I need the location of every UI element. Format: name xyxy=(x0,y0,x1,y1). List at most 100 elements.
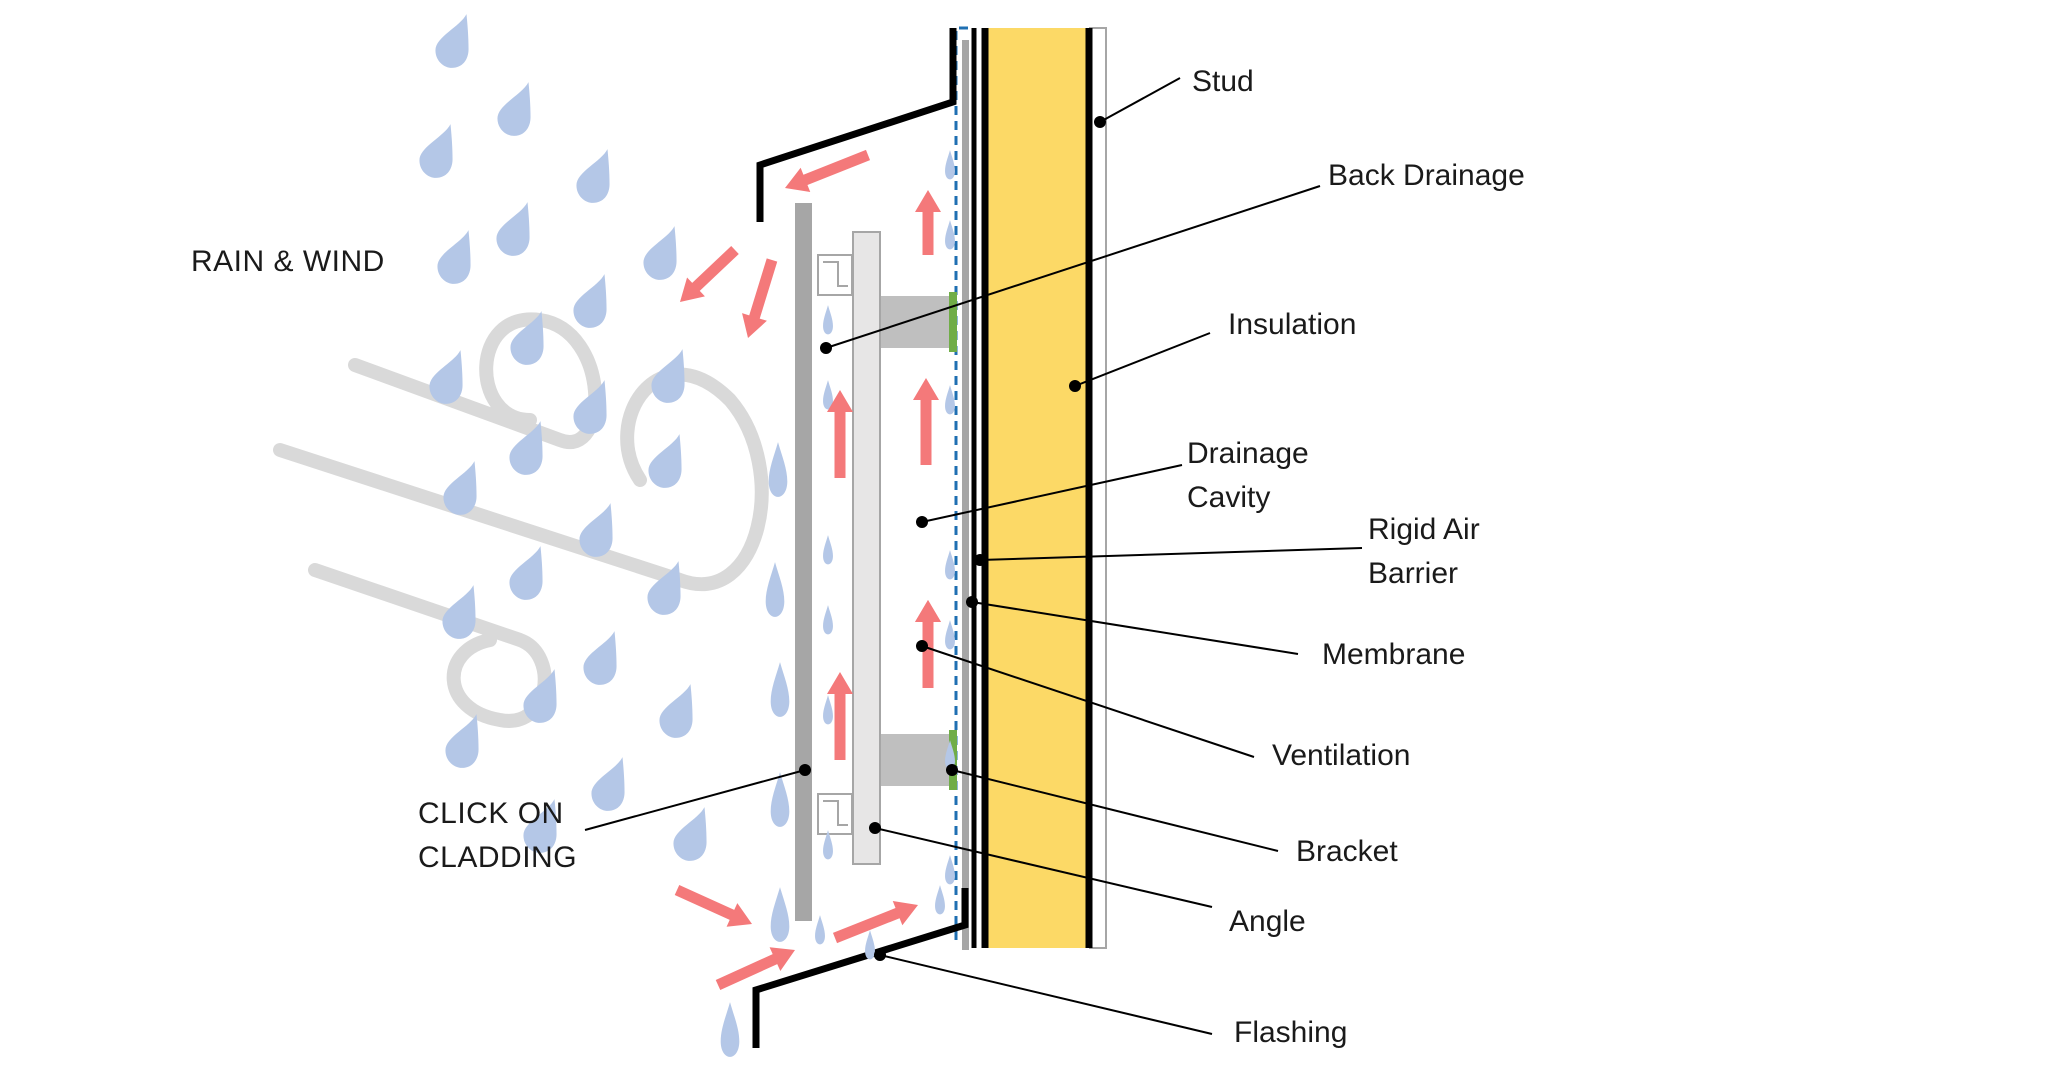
leader-dot-10 xyxy=(874,949,886,961)
bracket-pad-top xyxy=(949,292,957,352)
rigid-air-barrier-label-line2: Barrier xyxy=(1368,557,1459,590)
cladding-clip-bottom xyxy=(817,793,853,835)
raindrop-icon-26 xyxy=(673,807,707,861)
raindrop-vertical-icon-3 xyxy=(770,662,790,717)
leader-line-8 xyxy=(951,769,1279,852)
raindrop-icon-7 xyxy=(643,226,677,280)
airflow-arrow-icon-6 xyxy=(913,378,939,465)
cavity-drip-icon-3 xyxy=(823,535,833,565)
leader-dot-7 xyxy=(916,640,928,652)
leader-line-4 xyxy=(921,464,1183,523)
cavity-drip-icon-4 xyxy=(823,605,833,635)
cavity-drip-icon-9 xyxy=(945,385,955,415)
airflow-arrow-icon-9 xyxy=(915,600,941,688)
membrane-label: Membrane xyxy=(1322,638,1466,671)
leader-line-3 xyxy=(1074,332,1211,387)
airflow-arrow-icon-4 xyxy=(915,190,941,255)
raindrop-icon-22 xyxy=(445,714,479,768)
raindrop-icon-24 xyxy=(591,757,625,811)
angle-label: Angle xyxy=(1229,905,1306,938)
cavity-drip-icon-5 xyxy=(823,695,833,725)
wind-swirl-icon xyxy=(273,312,769,728)
top-flashing xyxy=(756,28,957,222)
airflow-arrow-icon xyxy=(674,149,941,991)
leader-dot-6 xyxy=(966,596,978,608)
leader-dot-11 xyxy=(799,764,811,776)
raindrop-icon-5 xyxy=(496,202,530,256)
leader-lines xyxy=(584,77,1363,1035)
raindrop-icon-15 xyxy=(648,434,682,488)
raindrop-icon-3 xyxy=(419,124,453,178)
angle-profile xyxy=(852,231,881,865)
cavity-drip-icon-8 xyxy=(945,220,955,250)
bracket-top xyxy=(880,296,956,348)
cladding-clip-top xyxy=(817,254,853,296)
airflow-arrow-icon-12 xyxy=(832,901,918,944)
raindrop-icon-6 xyxy=(437,230,471,284)
leader-dot-8 xyxy=(946,764,958,776)
airflow-arrow-icon-3 xyxy=(742,258,778,338)
bracket-label: Bracket xyxy=(1296,835,1398,868)
leader-line-7 xyxy=(921,645,1255,758)
click-on-cladding-label-line2[interactable]: CLADDING xyxy=(418,841,578,874)
leader-dot-4 xyxy=(916,516,928,528)
leader-dot-1 xyxy=(1094,116,1106,128)
flashing-label: Flashing xyxy=(1234,1016,1348,1049)
leader-line-5 xyxy=(979,547,1363,561)
leader-line-1 xyxy=(1099,77,1181,123)
airflow-arrow-icon-10 xyxy=(674,884,752,927)
leader-dot-9 xyxy=(869,822,881,834)
raindrop-icon-1 xyxy=(435,14,469,68)
raindrop-icon-4 xyxy=(576,149,610,203)
raindrop-icon-23 xyxy=(659,684,693,738)
cladding-panel[interactable] xyxy=(795,203,812,921)
airflow-arrow-icon-11 xyxy=(715,947,795,991)
airflow-arrow-icon-8 xyxy=(827,672,853,760)
airflow-arrow-icon-2 xyxy=(680,246,739,302)
drainage-cavity-label-line2: Cavity xyxy=(1187,481,1271,514)
rain-wind-label: RAIN & WIND xyxy=(191,245,385,278)
raindrop-icon-17 xyxy=(509,546,543,600)
insulation-label: Insulation xyxy=(1228,308,1357,341)
cavity-drip-icon-15 xyxy=(815,915,825,945)
air-barrier-dashed xyxy=(954,26,968,940)
leader-dot-3 xyxy=(1069,380,1081,392)
leader-line-2 xyxy=(825,185,1321,349)
airflow-arrow-icon-1 xyxy=(785,149,871,192)
raindrop-vertical-icon-6 xyxy=(720,1002,740,1057)
raindrop-vertical-icon-2 xyxy=(765,562,785,617)
rigid-air-barrier-label-line1: Rigid Air xyxy=(1368,513,1480,546)
bottom-flashing xyxy=(752,888,969,1048)
leader-line-10 xyxy=(879,954,1213,1035)
leader-dot-2 xyxy=(820,342,832,354)
drainage-cavity-label-line1: Drainage xyxy=(1187,437,1309,470)
wind-swirl-icon-2 xyxy=(273,367,769,592)
cavity-drip-icon-1 xyxy=(823,305,833,335)
raindrop-icon-2 xyxy=(497,82,531,136)
raindrop-icon-16 xyxy=(579,503,613,557)
leader-line-6 xyxy=(971,601,1299,655)
leader-line-9 xyxy=(874,827,1213,908)
stud-label: Stud xyxy=(1192,65,1254,98)
raindrop-vertical-icon-1 xyxy=(768,442,788,497)
raindrop-icon-8 xyxy=(573,274,607,328)
airflow-arrow-icon-5 xyxy=(827,390,853,478)
cavity-drip-icon-14 xyxy=(935,885,945,915)
cavity-drip-icon-7 xyxy=(945,150,955,180)
leader-line-11 xyxy=(584,769,806,831)
rigid-air-barrier xyxy=(962,40,969,950)
bracket-bottom xyxy=(880,734,956,786)
raindrop-icon-14 xyxy=(443,461,477,515)
cavity-drip-icon-13 xyxy=(945,855,955,885)
cavity-drip-icon-10 xyxy=(945,550,955,580)
click-on-cladding-label-line1[interactable]: CLICK ON xyxy=(418,797,564,830)
raindrop-icon-10 xyxy=(429,350,463,404)
ventilation-label: Ventilation xyxy=(1272,739,1411,772)
cavity-drip-icon-16 xyxy=(865,930,875,960)
leader-dot-5 xyxy=(974,554,986,566)
cavity-drip-icon-11 xyxy=(945,620,955,650)
raindrop-icon-11 xyxy=(651,349,685,403)
raindrop-icon-18 xyxy=(442,585,476,639)
